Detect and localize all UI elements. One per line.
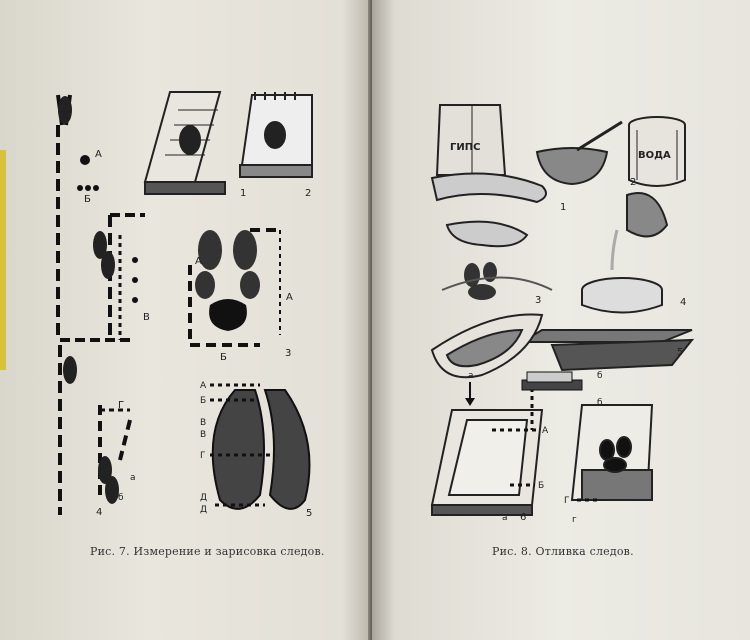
paw-label-a: А — [195, 256, 202, 267]
paw-print — [195, 230, 260, 331]
mixing-bowl — [535, 120, 623, 186]
figure-8-caption: Рис. 8. Отливка следов. — [492, 545, 634, 558]
label-b: Б — [84, 194, 91, 205]
cast-label-G: Г — [564, 496, 570, 506]
cast-label-A: А — [542, 426, 549, 436]
panel-number-3: 3 — [535, 295, 541, 306]
panel-number-6: 6 — [520, 512, 526, 523]
panel-number-4: 4 — [680, 297, 686, 308]
paw-label-a-right: А — [286, 292, 293, 303]
panel-3-paw-measure — [188, 228, 281, 347]
water-can — [628, 116, 686, 187]
hoof-label-v2: В — [200, 430, 206, 440]
label-v: В — [143, 312, 150, 323]
panel-number-3: 3 — [285, 348, 291, 359]
paper-strip — [430, 172, 547, 204]
hoof-label-b: Б — [200, 396, 206, 406]
figure-8-illustration: ГИПС 1 ВОДА 2 — [430, 104, 695, 525]
right-page: ГИПС 1 ВОДА 2 — [372, 0, 750, 640]
panel-number-1: 1 — [560, 202, 566, 213]
cast-label-b-board: б — [597, 371, 603, 381]
gips-label: ГИПС — [450, 142, 480, 153]
panel-number-2: 2 — [630, 177, 636, 188]
plaster-bag — [435, 104, 507, 176]
hoof-label-a: А — [200, 381, 207, 391]
panel-number-4: 4 — [96, 507, 102, 518]
left-page: А Б В Г а б 4 1 2 — [0, 0, 372, 640]
pouring-cup — [610, 192, 669, 271]
paper-ring — [445, 220, 529, 248]
cast-label-g-small: г — [572, 515, 577, 525]
hoof-label-d1: Д — [200, 493, 207, 503]
wooden-boards — [518, 329, 695, 372]
panel-number-1: 1 — [240, 188, 246, 199]
mold-ring — [581, 277, 663, 314]
label-a-small: а — [130, 473, 136, 483]
panel-5-hoof — [210, 383, 311, 510]
measure-markers — [77, 155, 138, 303]
arrowhead — [465, 398, 475, 406]
paw-label-b: Б — [220, 352, 227, 363]
label-g: Г — [118, 400, 124, 411]
frame-board — [430, 409, 544, 516]
panel-number-2: 2 — [305, 188, 311, 199]
hoof-label-d2: Д — [200, 505, 207, 515]
panel-number-5: 5 — [306, 508, 312, 519]
label-b-small: б — [118, 493, 124, 503]
yellow-bookmark-edge — [0, 150, 6, 370]
hoof-prints — [58, 96, 119, 504]
track-in-soil — [441, 262, 553, 300]
panel-2-notepad — [239, 92, 313, 178]
figure-7-caption: Рис. 7. Измерение и зарисовка следов. — [90, 545, 325, 558]
small-cast — [526, 371, 573, 383]
hoof-label-v1: В — [200, 418, 206, 428]
panel-1-grid-tray — [143, 91, 226, 195]
panel-number-5: 5 — [677, 347, 683, 358]
cast-label-a-bottom: а — [502, 513, 508, 523]
plaster-cast-shell — [430, 313, 544, 379]
cast-label-a: а — [468, 371, 474, 381]
hoof-label-g: Г — [200, 451, 206, 461]
label-a: А — [95, 149, 102, 160]
finished-cast — [570, 404, 654, 501]
figure-7-illustration: А Б В Г а б 4 1 2 — [56, 91, 313, 519]
cast-label-b-top: б — [597, 398, 603, 408]
voda-label: ВОДА — [638, 150, 671, 161]
cast-label-B: Б — [538, 481, 544, 491]
